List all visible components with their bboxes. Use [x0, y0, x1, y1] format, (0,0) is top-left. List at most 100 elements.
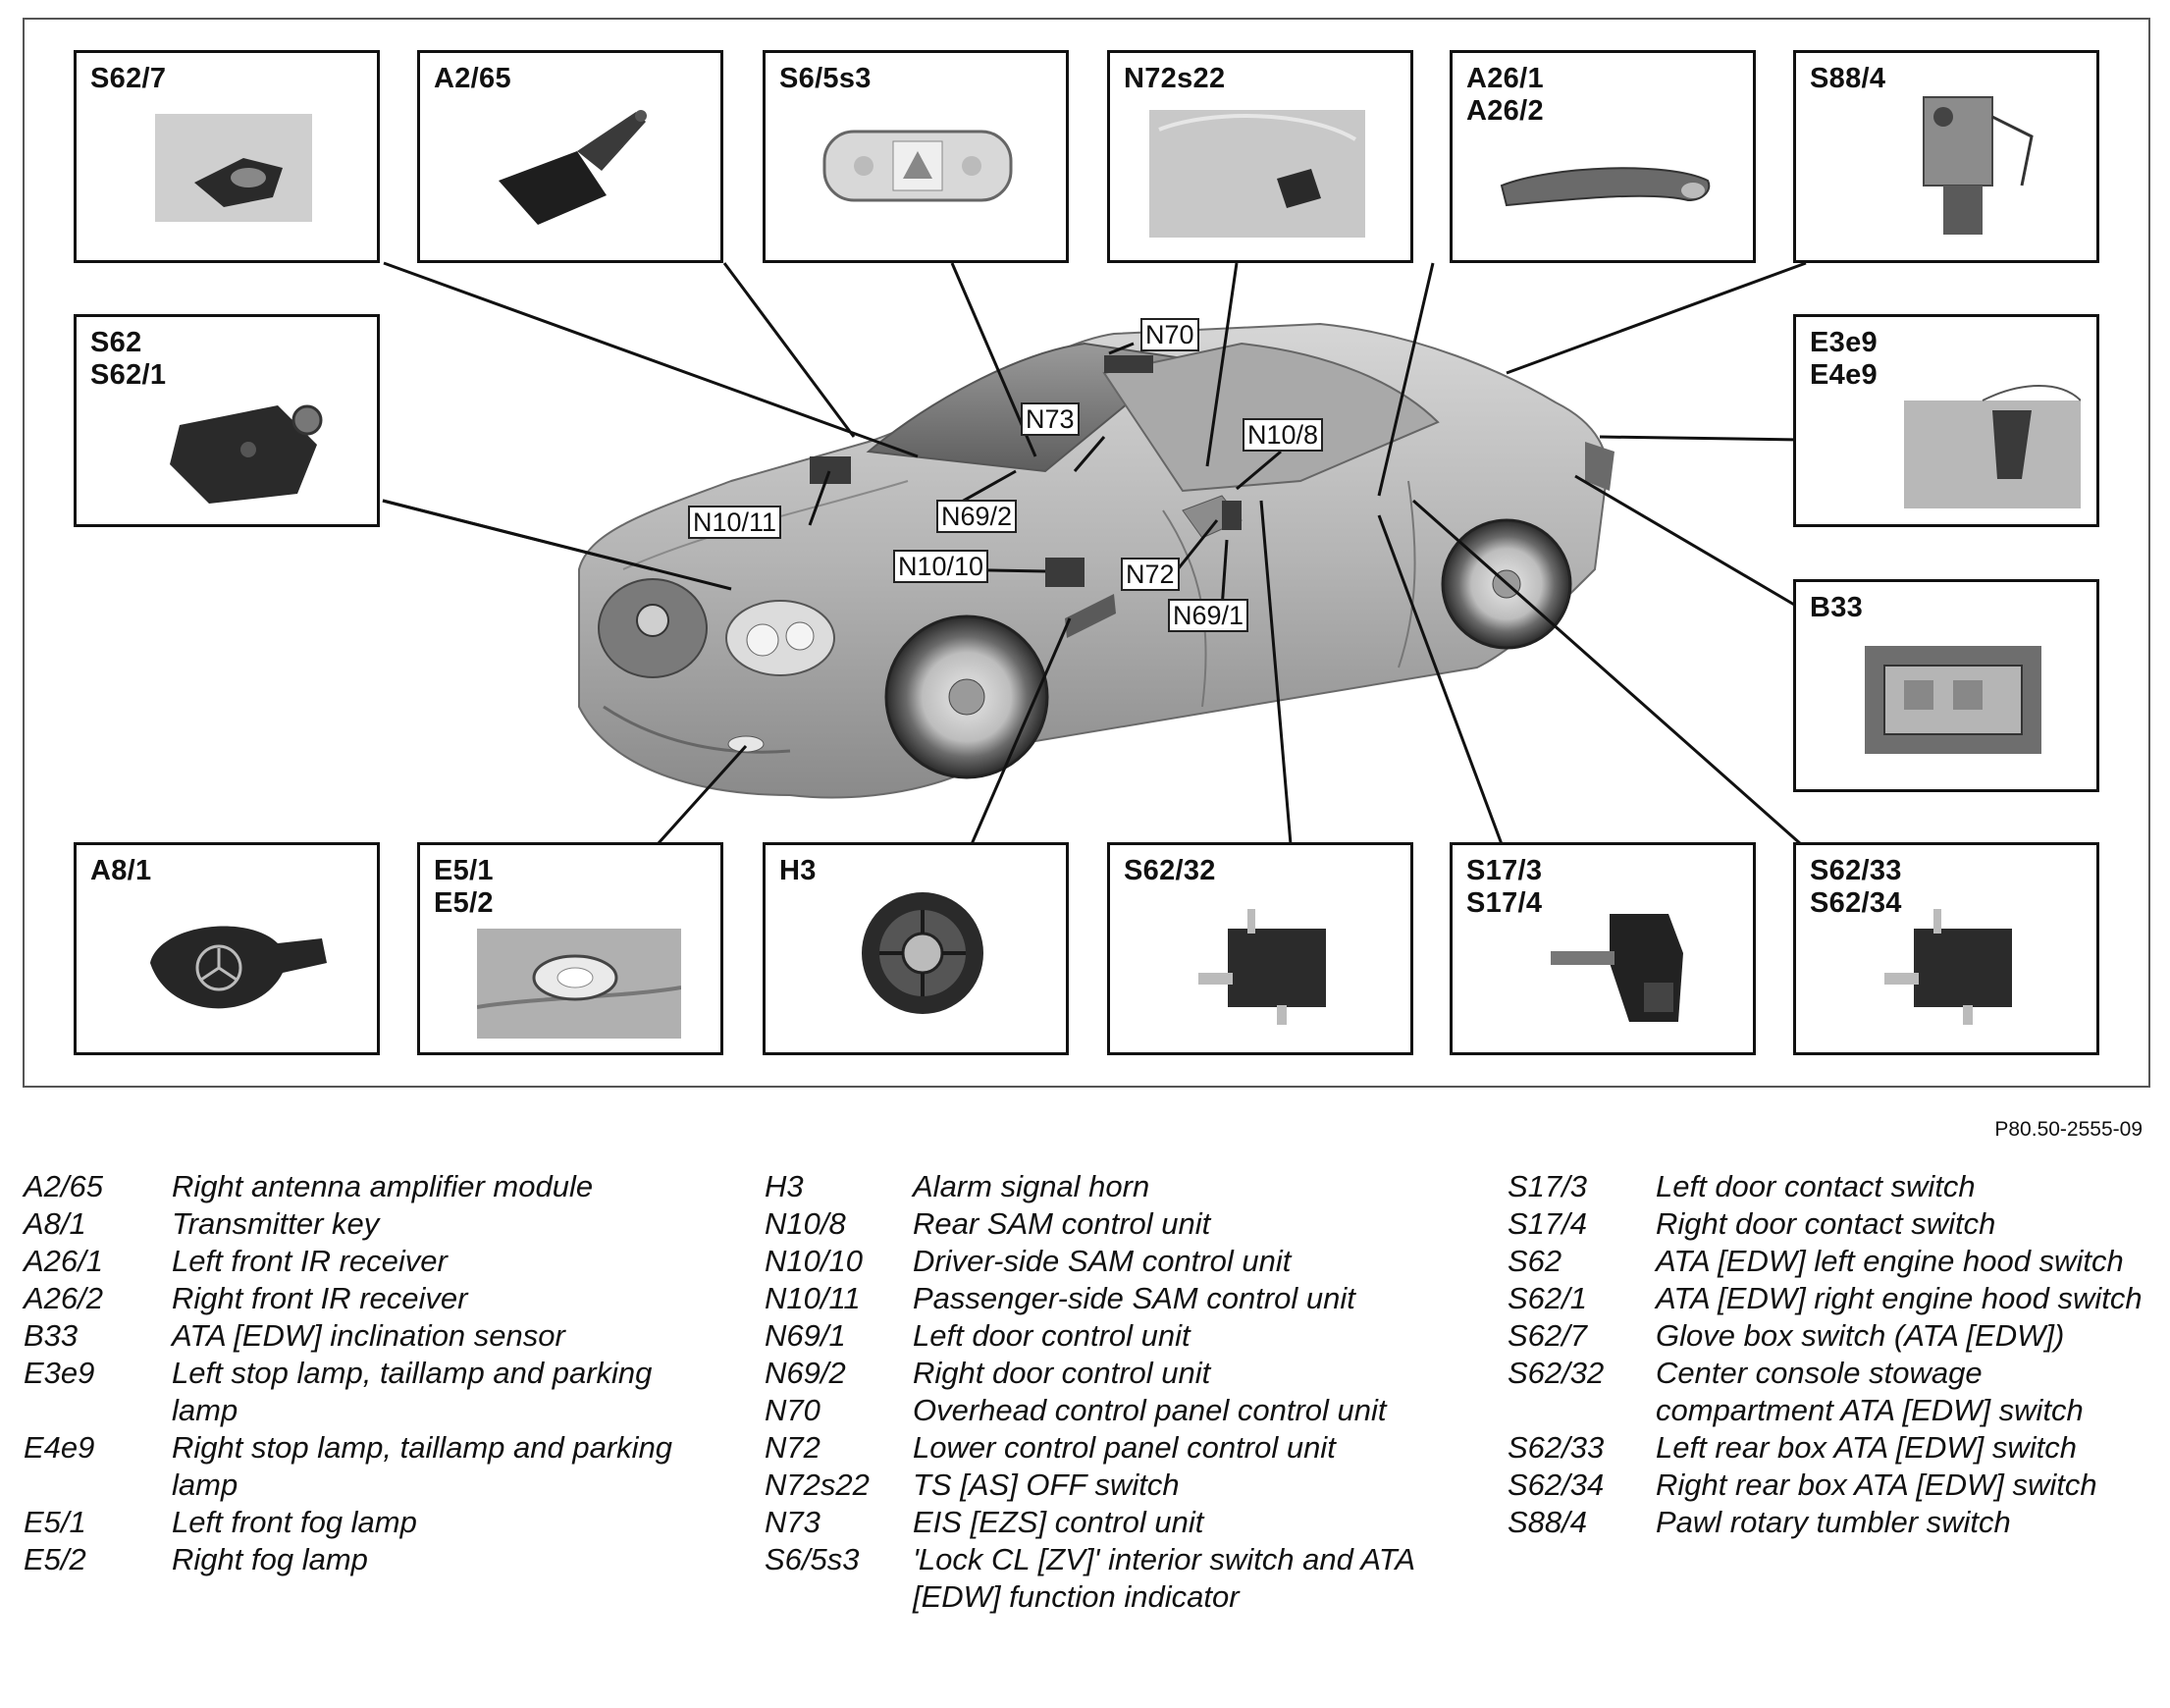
part-tag-n10-10: N10/10	[893, 550, 989, 583]
legend-description: Center console stowage compartment ATA […	[1656, 1356, 2084, 1427]
legend-code: S62/32	[1508, 1356, 1605, 1390]
legend-row: N72s22 TS [AS] OFF switch	[765, 1467, 1462, 1504]
callout-s62: S62 S62/1	[74, 314, 380, 527]
legend-description: Left door contact switch	[1656, 1169, 1976, 1203]
callout-s88-4: S88/4	[1793, 50, 2099, 263]
legend-description: ATA [EDW] left engine hood switch	[1656, 1244, 2124, 1278]
engine-hood-switch-icon	[170, 404, 323, 504]
inclination-sensor-icon	[1865, 646, 2041, 754]
callout-label: S88/4	[1810, 63, 1886, 94]
legend-description: Lower control panel control unit	[913, 1430, 1336, 1465]
callout-label: S62/32	[1124, 855, 1216, 886]
alarm-horn-icon	[862, 892, 983, 1014]
legend-description: Right rear box ATA [EDW] switch	[1656, 1468, 2097, 1502]
callout-h3: H3	[763, 842, 1069, 1055]
legend-code: E3e9	[24, 1356, 95, 1390]
legend-description: 'Lock CL [ZV]' interior switch and ATA […	[913, 1542, 1414, 1614]
legend-row: S62/7 Glove box switch (ATA [EDW])	[1508, 1317, 2146, 1355]
pawl-rotary-switch-icon	[1923, 96, 2034, 235]
legend-row: S62 ATA [EDW] left engine hood switch	[1508, 1243, 2146, 1280]
legend-description: Glove box switch (ATA [EDW])	[1656, 1318, 2065, 1353]
legend-code: N10/10	[765, 1244, 863, 1278]
lock-switch-icon	[822, 130, 1013, 202]
legend-code: S62/33	[1508, 1430, 1605, 1465]
legend-row: N72 Lower control panel control unit	[765, 1429, 1462, 1467]
legend-code: A2/65	[24, 1169, 104, 1203]
legend-code: N72s22	[765, 1468, 870, 1502]
legend-code: N73	[765, 1505, 820, 1539]
legend-row: S62/34 Right rear box ATA [EDW] switch	[1508, 1467, 2146, 1504]
callout-a26: A26/1 A26/2	[1450, 50, 1756, 263]
part-tag-n69-2: N69/2	[936, 500, 1018, 533]
legend-description: Right door contact switch	[1656, 1206, 1996, 1241]
door-handle-ir-receiver-icon	[1500, 167, 1711, 207]
legend-description: Right fog lamp	[172, 1542, 368, 1576]
part-tag-n70: N70	[1140, 318, 1199, 351]
callout-s6-5s3: S6/5s3	[763, 50, 1069, 263]
legend-code: A8/1	[24, 1206, 86, 1241]
legend-code: N69/1	[765, 1318, 846, 1353]
part-tag-n10-8: N10/8	[1243, 418, 1324, 452]
callout-label: S62/7	[90, 63, 167, 94]
part-tag-n73: N73	[1021, 402, 1080, 436]
part-tag-n72: N72	[1121, 558, 1180, 591]
tail-lamp-icon	[1904, 385, 2081, 508]
callout-label: S17/3 S17/4	[1466, 855, 1543, 919]
legend-code: E5/2	[24, 1542, 86, 1576]
legend-description: Right antenna amplifier module	[172, 1169, 594, 1203]
legend-description: TS [AS] OFF switch	[913, 1468, 1180, 1502]
callout-label: N72s22	[1124, 63, 1226, 94]
legend-code: N70	[765, 1393, 820, 1427]
callout-a2-65: A2/65	[417, 50, 723, 263]
legend-row: N69/1 Left door control unit	[765, 1317, 1462, 1355]
callout-label: S6/5s3	[779, 63, 872, 94]
console-stowage-switch-icon	[1198, 909, 1326, 1025]
callout-label: A26/1 A26/2	[1466, 63, 1544, 127]
legend-code: S62/34	[1508, 1468, 1605, 1502]
legend-code: E5/1	[24, 1505, 86, 1539]
legend-description: Driver-side SAM control unit	[913, 1244, 1292, 1278]
legend-code: S17/3	[1508, 1169, 1588, 1203]
callout-s62-32: S62/32	[1107, 842, 1413, 1055]
glove-box-switch-icon	[155, 114, 312, 222]
legend-code: N72	[765, 1430, 820, 1465]
legend-description: Alarm signal horn	[913, 1169, 1150, 1203]
legend-row: S62/32 Center console stowage compartment…	[1508, 1355, 2146, 1429]
legend-code: N10/8	[765, 1206, 846, 1241]
part-tag-n69-1: N69/1	[1168, 599, 1249, 632]
legend-row: N10/11 Passenger-side SAM control unit	[765, 1280, 1462, 1317]
legend-description: Passenger-side SAM control unit	[913, 1281, 1355, 1315]
callout-e5: E5/1 E5/2	[417, 842, 723, 1055]
legend-code: S62	[1508, 1244, 1562, 1278]
legend-description: Overhead control panel control unit	[913, 1393, 1387, 1427]
fog-lamp-icon	[477, 929, 681, 1039]
callout-s17: S17/3 S17/4	[1450, 842, 1756, 1055]
legend-description: Left front IR receiver	[172, 1244, 448, 1278]
legend-code: S62/1	[1508, 1281, 1588, 1315]
legend-row: S17/3 Left door contact switch	[1508, 1168, 2146, 1205]
legend-description: ATA [EDW] right engine hood switch	[1656, 1281, 2143, 1315]
ts-off-switch-icon	[1149, 110, 1365, 238]
legend-description: Left door control unit	[913, 1318, 1191, 1353]
legend-code: S88/4	[1508, 1505, 1588, 1539]
legend-code: B33	[24, 1318, 79, 1353]
rear-box-switch-icon	[1884, 909, 2012, 1025]
car-illustration	[382, 261, 1807, 846]
door-contact-switch-icon	[1551, 914, 1683, 1022]
car-body	[578, 322, 1614, 799]
legend-description: Left stop lamp, taillamp and parking lam…	[172, 1356, 653, 1427]
legend-code: S62/7	[1508, 1318, 1588, 1353]
part-tag-n10-11: N10/11	[688, 506, 782, 539]
component-location-diagram: S62/7 A2/65 S6/5s3 N72s22	[23, 18, 2150, 1088]
legend-code: N10/11	[765, 1281, 861, 1315]
legend-code: A26/1	[24, 1244, 104, 1278]
legend-row: N70 Overhead control panel control unit	[765, 1392, 1462, 1429]
callout-label: S62 S62/1	[90, 327, 167, 391]
